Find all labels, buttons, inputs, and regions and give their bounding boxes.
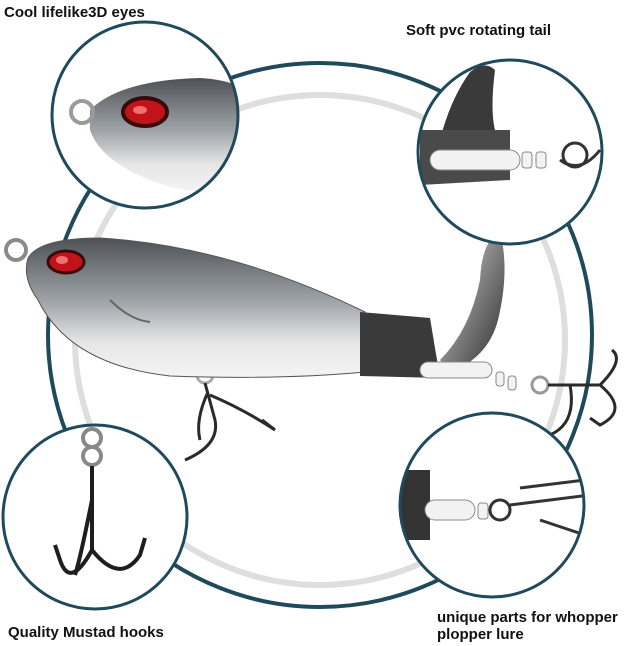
callout-tail-label: Soft pvc rotating tail: [406, 22, 552, 39]
callout-hooks-label: Quality Mustad hooks: [8, 624, 164, 641]
nose-eyelet: [4, 238, 28, 262]
callout-parts-label: unique parts for whopper plopper lure: [437, 609, 618, 643]
outer-ring: [46, 61, 594, 609]
callout-hooks-circle: [1, 423, 189, 611]
callout-parts-circle: [398, 411, 586, 599]
tail-cap: [360, 312, 440, 378]
callout-eyes-circle: [50, 20, 240, 210]
fish-body: [25, 237, 366, 378]
callout-eyes-label: Cool lifelike3D eyes: [4, 4, 145, 21]
callout-tail-circle: [416, 58, 604, 246]
belly-treble-hook: [184, 365, 276, 462]
main-lure: [4, 232, 618, 462]
prop-tail: [440, 232, 505, 372]
